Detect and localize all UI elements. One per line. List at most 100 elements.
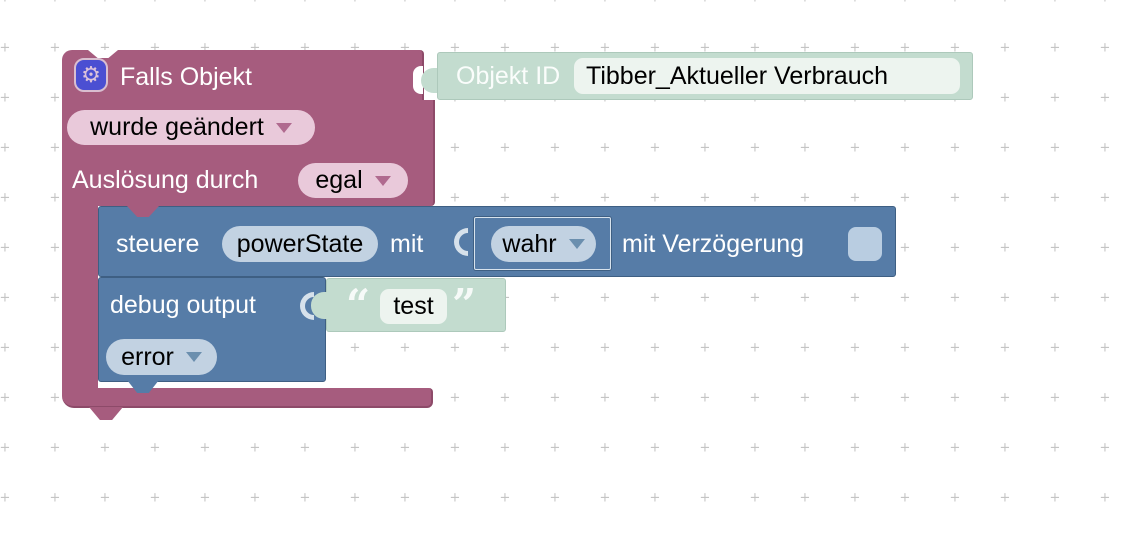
grid-plus-mark: + — [999, 390, 1011, 406]
grid-plus-mark: + — [599, 290, 611, 306]
grid-plus-mark: + — [899, 440, 911, 456]
grid-plus-mark: + — [49, 140, 61, 156]
dropdown-change-type[interactable]: wurde geändert — [67, 110, 315, 145]
grid-plus-mark: + — [0, 40, 11, 56]
grid-plus-mark: + — [549, 390, 561, 406]
grid-plus-mark: + — [649, 490, 661, 506]
grid-plus-mark: + — [550, 0, 561, 6]
grid-plus-mark: + — [49, 40, 61, 56]
grid-plus-mark: + — [100, 0, 111, 6]
grid-plus-mark: + — [499, 40, 511, 56]
grid-plus-mark: + — [999, 40, 1011, 56]
grid-plus-mark: + — [949, 390, 961, 406]
grid-plus-mark: + — [49, 440, 61, 456]
grid-plus-mark: + — [549, 490, 561, 506]
grid-plus-mark: + — [950, 0, 961, 6]
grid-plus-mark: + — [699, 190, 711, 206]
grid-plus-mark: + — [249, 440, 261, 456]
grid-plus-mark: + — [1099, 40, 1111, 56]
grid-plus-mark: + — [1099, 290, 1111, 306]
falls-block-left-spine — [62, 206, 98, 388]
grid-plus-mark: + — [0, 90, 11, 106]
text-field[interactable]: test — [380, 289, 447, 324]
grid-plus-mark: + — [649, 390, 661, 406]
grid-plus-mark: + — [350, 0, 361, 6]
gear-icon[interactable]: ⚙ — [74, 58, 108, 92]
grid-plus-mark: + — [1099, 90, 1111, 106]
grid-plus-mark: + — [799, 490, 811, 506]
grid-plus-mark: + — [1049, 290, 1061, 306]
grid-plus-mark: + — [0, 0, 10, 6]
grid-plus-mark: + — [599, 40, 611, 56]
grid-plus-mark: + — [799, 190, 811, 206]
grid-plus-mark: + — [49, 190, 61, 206]
grid-plus-mark: + — [349, 40, 361, 56]
grid-plus-mark: + — [149, 490, 161, 506]
grid-plus-mark: + — [1099, 190, 1111, 206]
grid-plus-mark: + — [750, 0, 761, 6]
grid-plus-mark: + — [599, 140, 611, 156]
grid-plus-mark: + — [0, 440, 11, 456]
grid-plus-mark: + — [499, 190, 511, 206]
grid-plus-mark: + — [399, 340, 411, 356]
grid-plus-mark: + — [1099, 490, 1111, 506]
grid-plus-mark: + — [999, 240, 1011, 256]
grid-plus-mark: + — [999, 440, 1011, 456]
value-input-socket — [454, 228, 468, 256]
grid-plus-mark: + — [499, 490, 511, 506]
grid-plus-mark: + — [450, 0, 461, 6]
block-logic-boolean[interactable]: wahr — [474, 217, 611, 270]
grid-plus-mark: + — [0, 390, 11, 406]
delay-label: mit Verzögerung — [622, 230, 805, 258]
grid-plus-mark: + — [499, 390, 511, 406]
grid-plus-mark: + — [0, 140, 11, 156]
grid-plus-mark: + — [849, 190, 861, 206]
object-id-field[interactable]: Tibber_Aktueller Verbrauch — [574, 58, 960, 94]
grid-plus-mark: + — [499, 140, 511, 156]
grid-plus-mark: + — [1049, 90, 1061, 106]
grid-plus-mark: + — [49, 490, 61, 506]
steuere-previous-notch — [127, 206, 159, 217]
grid-plus-mark: + — [1099, 440, 1111, 456]
grid-plus-mark: + — [1049, 240, 1061, 256]
grid-plus-mark: + — [899, 340, 911, 356]
grid-plus-mark: + — [799, 340, 811, 356]
object-id-value: Tibber_Aktueller Verbrauch — [586, 61, 889, 90]
objekt-id-output-tab — [421, 68, 438, 93]
grid-plus-mark: + — [1049, 390, 1061, 406]
grid-plus-mark: + — [699, 340, 711, 356]
grid-plus-mark: + — [649, 340, 661, 356]
grid-plus-mark: + — [649, 290, 661, 306]
grid-plus-mark: + — [949, 290, 961, 306]
delay-checkbox[interactable] — [848, 227, 882, 261]
grid-plus-mark: + — [849, 140, 861, 156]
dropdown-severity-label: error — [121, 342, 174, 371]
grid-plus-mark: + — [0, 340, 11, 356]
grid-plus-mark: + — [1050, 0, 1061, 6]
oid-field[interactable]: powerState — [222, 226, 378, 262]
grid-plus-mark: + — [949, 140, 961, 156]
grid-plus-mark: + — [49, 90, 61, 106]
text-field-value: test — [393, 292, 434, 320]
grid-plus-mark: + — [549, 40, 561, 56]
grid-plus-mark: + — [749, 40, 761, 56]
dropdown-boolean[interactable]: wahr — [491, 226, 596, 262]
chevron-down-icon — [275, 122, 292, 133]
grid-plus-mark: + — [199, 440, 211, 456]
grid-plus-mark: + — [50, 0, 61, 6]
grid-plus-mark: + — [650, 0, 661, 6]
trigger-label: Auslösung durch — [72, 166, 259, 194]
grid-plus-mark: + — [549, 140, 561, 156]
dropdown-severity[interactable]: error — [106, 339, 217, 375]
grid-plus-mark: + — [149, 40, 161, 56]
dropdown-trigger[interactable]: egal — [298, 163, 408, 198]
grid-plus-mark: + — [999, 490, 1011, 506]
grid-plus-mark: + — [849, 40, 861, 56]
grid-plus-mark: + — [449, 390, 461, 406]
grid-plus-mark: + — [549, 340, 561, 356]
grid-plus-mark: + — [899, 490, 911, 506]
grid-plus-mark: + — [899, 240, 911, 256]
grid-plus-mark: + — [150, 0, 161, 6]
grid-plus-mark: + — [1099, 340, 1111, 356]
